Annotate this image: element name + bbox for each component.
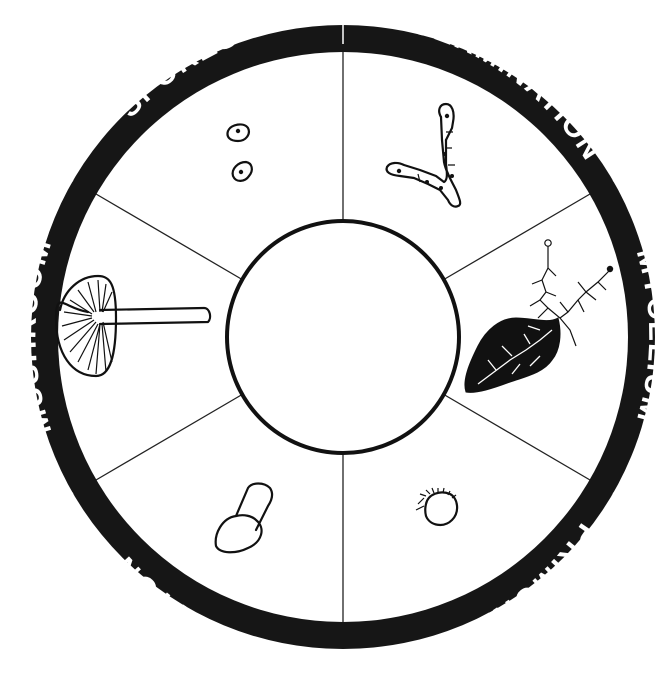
- center-circle: [227, 221, 459, 453]
